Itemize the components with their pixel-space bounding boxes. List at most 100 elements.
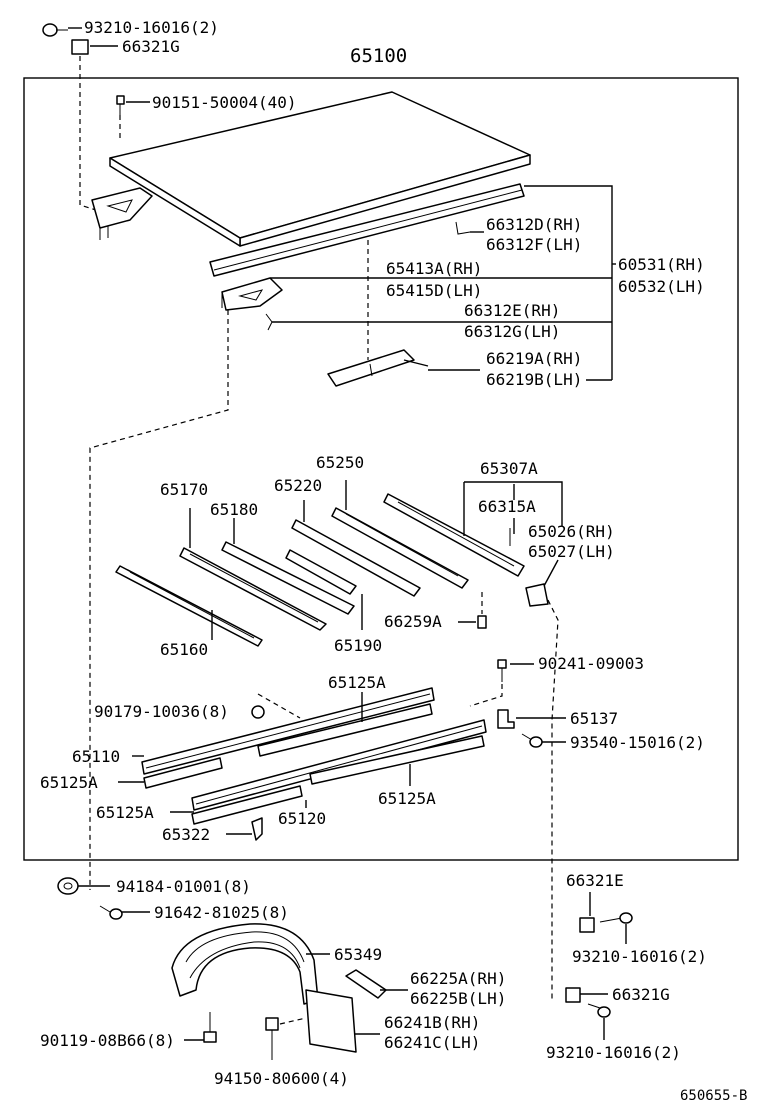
screw-shape-90241 [497,659,507,682]
nut-shape-90179 [251,705,265,719]
part-label: 65125A [378,789,436,808]
washer-shape-94184 [57,877,79,895]
screw-shape-top-left [42,23,68,37]
part-label: 65250 [316,453,364,472]
part-label: 93210-16016(2) [572,947,707,966]
part-label: 65413A(RH) [386,259,482,278]
screw-shape-93540 [521,733,543,748]
part-label: 94150-80600(4) [214,1069,349,1088]
part-label: 65027(LH) [528,542,615,561]
assembly-number: 65100 [350,45,407,67]
part-label: 65170 [160,480,208,499]
part-label: 65125A [40,773,98,792]
part-label: 93210-16016(2) [84,18,219,37]
nut-shape-94150 [265,1017,279,1060]
crossmember-shape-65190 [285,549,357,595]
deck-bracket-shape [91,187,153,240]
part-label: 66219B(LH) [486,370,582,389]
deck-board-shape [109,91,531,247]
assembly-frame [23,77,739,861]
pin-shape-65322 [251,817,263,841]
dash-line-90241 [469,684,503,707]
dash-line-top-left [79,56,97,211]
plate-shape-66219a [327,349,415,387]
part-label: 66321E [566,871,624,890]
part-label: 93540-15016(2) [570,733,705,752]
part-label: 90179-10036(8) [94,702,229,721]
leader-lines [68,27,627,1041]
bracket-shape-65137 [497,709,515,729]
part-labels: 93210-16016(2) 66321G 90151-50004(40) 66… [40,18,707,1088]
fender-shape-65349 [171,923,319,1005]
bracket-shape-65413a [221,277,283,311]
sill-shape-65120 [191,719,487,811]
part-label: 66312E(RH) [464,301,560,320]
reference-code: 650655-B [680,1088,747,1104]
part-label: 66312F(LH) [486,235,582,254]
dash-line-90179 [257,693,301,719]
part-label: 66315A [478,497,536,516]
part-label: 90241-09003 [538,654,644,673]
crossmember-shape-65170 [179,547,327,631]
sill-shape-65125a-d [191,785,303,825]
part-label: 66312D(RH) [486,215,582,234]
crossmember-shape-65307a [383,493,525,577]
bracket-shape-66225a [345,969,387,999]
part-label: 65125A [328,673,386,692]
part-label: 60531(RH) [618,255,705,274]
part-label: 65322 [162,825,210,844]
screw-shape-90151 [116,95,125,115]
part-label: 65307A [480,459,538,478]
sill-shape-65125a-b [143,757,223,789]
crossmember-shape-65250 [331,507,469,589]
part-label: 66225B(LH) [410,989,506,1008]
part-label: 65125A [96,803,154,822]
clip-shape-66321g-bottom [565,987,581,1003]
screw-shape-91642 [99,905,123,920]
clip-shape-66321e [579,917,595,933]
sill-shape-65125a-a [257,703,433,757]
dash-line-right-main [547,599,559,1000]
clip-shape-66312d [455,221,471,235]
part-label: 66321G [612,985,670,1004]
bracket-shape-65026 [525,583,549,607]
part-label: 94184-01001(8) [116,877,251,896]
screw-shape-93210-bottom [587,1003,611,1018]
sill-shape-65125a-c [309,735,485,785]
part-label: 65026(RH) [528,522,615,541]
part-label: 65110 [72,747,120,766]
part-label: 65220 [274,476,322,495]
clip-shape-66312e [265,313,273,331]
crossmember-shape-65180 [221,541,355,615]
part-label: 66219A(RH) [486,349,582,368]
part-label: 66241B(RH) [384,1013,480,1032]
screw-shape-90119 [203,1012,217,1043]
mudflap-shape-66241b [305,989,357,1053]
crossmember-shape-65220 [291,519,421,597]
part-label: 91642-81025(8) [154,903,289,922]
part-label: 90119-08B66(8) [40,1031,175,1050]
part-label: 90151-50004(40) [152,93,297,112]
part-label: 65415D(LH) [386,281,482,300]
crossmember-shape-65160 [115,565,263,647]
side-rail-shape [209,183,525,277]
part-label: 66312G(LH) [464,322,560,341]
clip-shape-66321g-top [71,39,89,55]
part-label: 65137 [570,709,618,728]
stud-shape-66259a [477,615,487,629]
part-label: 65190 [334,636,382,655]
part-label: 65120 [278,809,326,828]
part-label: 66241C(LH) [384,1033,480,1052]
part-label: 65349 [334,945,382,964]
part-label: 66259A [384,612,442,631]
part-label: 60532(LH) [618,277,705,296]
part-label: 65160 [160,640,208,659]
sill-shape-65110 [141,687,435,775]
screw-shape-93210-mid [599,912,633,924]
part-label: 93210-16016(2) [546,1043,681,1062]
part-label: 65180 [210,500,258,519]
part-label: 66321G [122,37,180,56]
dash-line-left-main [89,310,229,890]
